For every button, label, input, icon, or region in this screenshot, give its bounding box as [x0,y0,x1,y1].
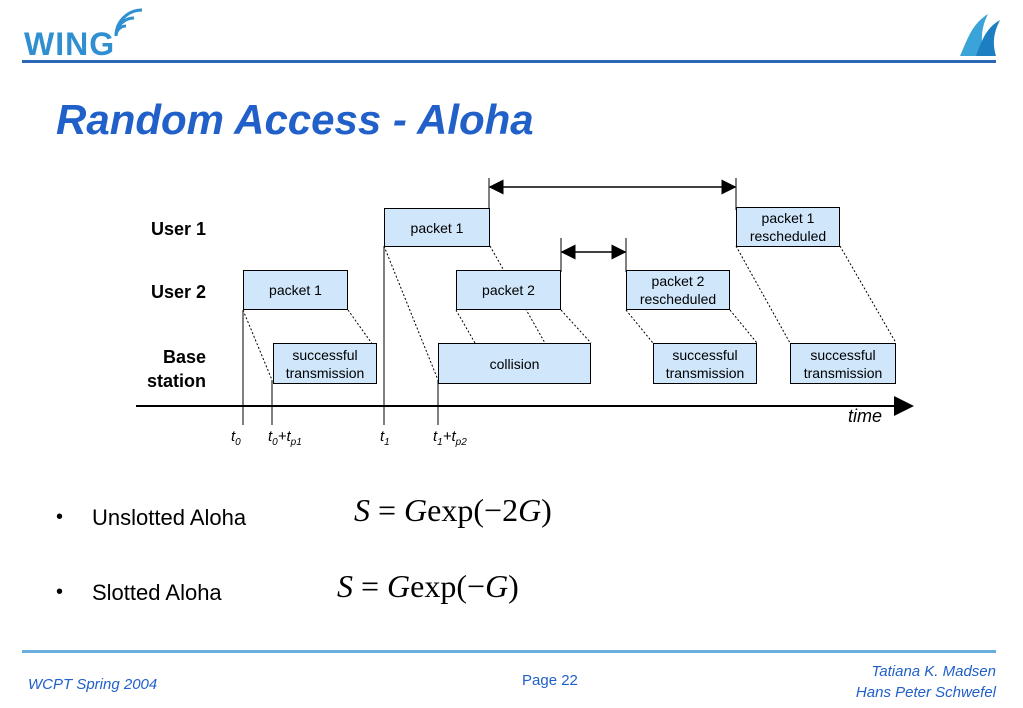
bs-success1-box: successful transmission [273,343,377,384]
bs-success3-box: successful transmission [790,343,896,384]
row-label-user2: User 2 [150,282,206,302]
time-axis-label: time [848,406,883,426]
user2-packet2-box: packet 2 [456,270,561,310]
wing-logo-text: WING [24,26,116,62]
row-label-base-station: Base station [120,345,206,393]
row-label-base-line1: Base [162,347,206,367]
user1-rescheduled-label-line1: packet 1 [761,210,815,226]
bs-collision-box: collision [438,343,591,384]
footer-author2: Hans Peter Schwefel [855,684,996,701]
bullet-unslotted-aloha: Unslotted Aloha [92,505,247,530]
bullet-marker: • [56,581,64,603]
bs-success2-box: successful transmission [653,343,757,384]
user2-packet1-label: packet 1 [269,282,322,298]
bs-success1-line2: transmission [285,364,365,381]
formula-unslotted: S = Gexp(−2G) [354,492,552,528]
bs-success1-line1: successful [292,346,358,363]
bullet-marker: • [56,506,64,528]
user2-rescheduled-label-line2: rescheduled [639,291,717,307]
user1-packet1-box: packet 1 [384,208,490,247]
wifi-waves-icon [114,8,143,37]
wave-logo-icon [960,14,1000,56]
page-number: Page 22 [522,672,578,689]
bullet-slotted-aloha: Slotted Aloha [92,580,222,605]
formula-slotted: S = Gexp(−G) [337,568,519,604]
user1-packet1-label: packet 1 [410,219,464,236]
footer-course: WCPT Spring 2004 [28,676,158,693]
row-label-user1: User 1 [150,219,206,239]
tick-label-t1-tp2: t1+tp2 [433,428,467,448]
user2-packet1-box: packet 1 [243,270,348,310]
user1-packet1-rescheduled-box: packet 1 rescheduled [736,207,840,247]
tick-label-t1: t1 [380,428,390,448]
footer-authors: Tatiana K. Madsen Hans Peter Schwefel [856,661,996,703]
footer-rule [22,650,996,653]
page-title: Random Access - Aloha [56,96,534,143]
footer-author1: Tatiana K. Madsen [871,663,996,680]
user1-rescheduled-label-line2: rescheduled [749,228,827,244]
header-rule [22,60,996,63]
tick-label-t0: t0 [231,428,241,448]
bs-success2-line2: transmission [665,364,745,381]
bs-success3-line2: transmission [803,364,883,381]
user2-packet2-rescheduled-box: packet 2 rescheduled [626,270,730,310]
user2-packet2-label: packet 2 [482,282,535,298]
user2-rescheduled-label-line1: packet 2 [651,273,705,289]
row-label-base-line2: station [146,371,206,391]
tick-label-t0-tp1: t0+tp1 [268,428,302,448]
propagation-lines [242,245,897,381]
bs-success3-line1: successful [810,346,876,363]
bs-collision-label: collision [489,355,540,372]
bs-success2-line1: successful [672,346,738,363]
